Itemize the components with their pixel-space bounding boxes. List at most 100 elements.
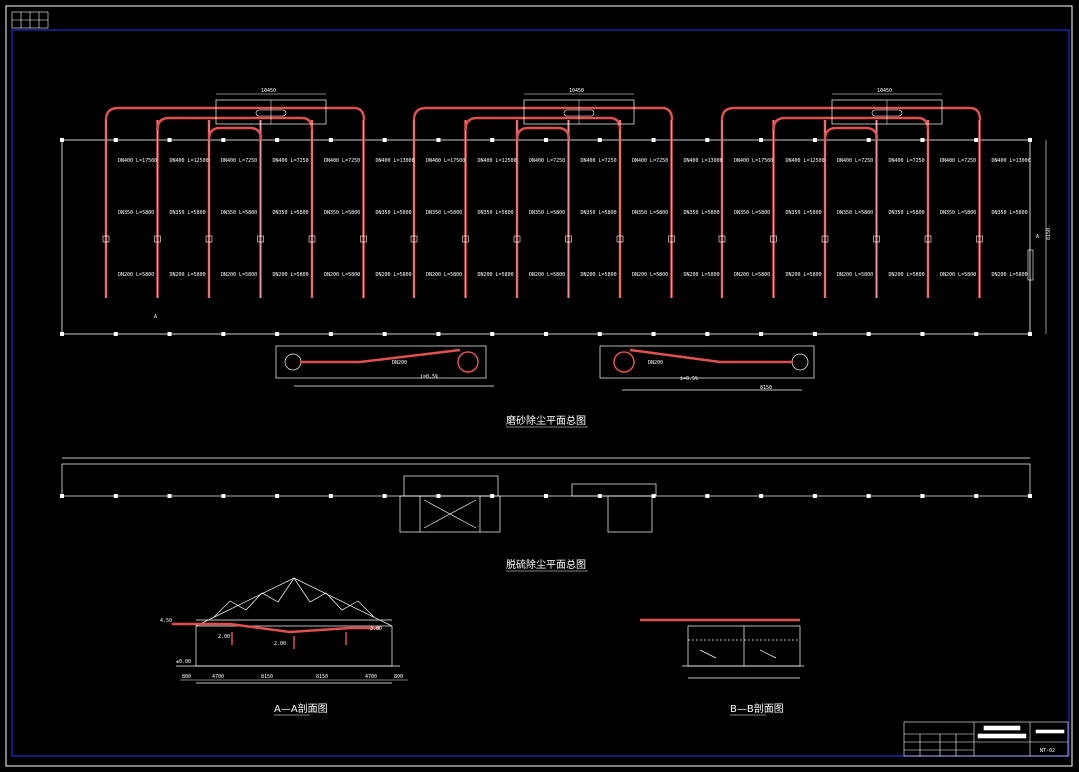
pipe-label-row1: DN400 L=7250: [273, 158, 309, 164]
section-a: [172, 577, 400, 684]
column-bottom: [597, 332, 602, 336]
column-top: [490, 138, 495, 142]
pipe-label-row3: DN200 L=5800: [170, 272, 206, 278]
pipe-label-row2: DN350 L=5800: [221, 210, 257, 216]
flange-mark: [462, 235, 469, 243]
column-bottom: [490, 332, 495, 336]
flange-mark: [205, 235, 213, 243]
flange-mark: [257, 235, 264, 243]
pipe-label-row1: DN400 L=17500: [426, 158, 465, 164]
level-mid2: 2.00: [274, 641, 286, 647]
flange-mark: [718, 235, 726, 243]
left-slope-label: i=0.5%: [420, 374, 438, 380]
flange-mark: [360, 235, 367, 243]
flange-mark: [668, 235, 675, 243]
flange-mark: [976, 235, 983, 243]
plan2-title: 脱硫除尘平面总图: [506, 558, 586, 571]
flange-mark: [873, 235, 880, 243]
fan-right: [599, 345, 815, 391]
corner-stamp: [11, 11, 49, 29]
plan-building: 8150 A A: [60, 138, 1052, 336]
pipe-label-row2: DN350 L=5800: [376, 210, 412, 216]
column-top: [597, 138, 602, 142]
pipe-label-row3: DN200 L=5800: [734, 272, 770, 278]
sheet-number: NT-02: [1040, 748, 1055, 754]
flange-mark: [154, 235, 161, 243]
section-a-title: A—A剖面图: [274, 702, 328, 715]
plan2-column-marks: [60, 494, 1032, 498]
column-top: [974, 138, 979, 142]
pipe-label-row2: DN350 L=5800: [684, 210, 720, 216]
pipe-label-row1: DN400 L=7250: [940, 158, 976, 164]
flange-mark: [821, 235, 829, 243]
header-pipe: [412, 106, 674, 121]
pipe-label-row2: DN350 L=5800: [786, 210, 822, 216]
pipe-label-row1: DN400 L=13000: [992, 158, 1031, 164]
pipe-label-row1: DN400 L=7250: [581, 158, 617, 164]
plan2-column: [275, 494, 280, 498]
column-bottom: [759, 332, 764, 336]
column-top: [866, 138, 871, 142]
column-bottom: [275, 332, 280, 336]
column-bottom: [60, 332, 64, 336]
header-pipe: [104, 106, 366, 121]
pipe-label-row1: DN400 L=7250: [632, 158, 668, 164]
column-top: [544, 138, 548, 142]
column-top: [382, 138, 387, 142]
column-top: [436, 138, 441, 142]
pipe-label-row1: DN400 L=7250: [889, 158, 925, 164]
header-pipe-center: [207, 126, 263, 141]
column-bottom: [113, 332, 118, 336]
inner-border: [11, 29, 1070, 757]
pipe-label-row3: DN200 L=5800: [837, 272, 873, 278]
plan2-column: [866, 494, 871, 498]
flange-mark: [410, 235, 418, 243]
pipe-label-row3: DN200 L=5800: [324, 272, 360, 278]
plan2-column: [1028, 494, 1032, 498]
section-dimension: 8150: [316, 674, 328, 680]
column-bottom: [920, 332, 925, 336]
column-top: [167, 138, 172, 142]
column-bottom: [705, 332, 710, 336]
plan2-column: [328, 494, 333, 498]
level-left-top: 4.50: [160, 618, 172, 624]
plan2-column: [60, 494, 64, 498]
column-bottom: [167, 332, 172, 336]
flange-mark: [924, 235, 932, 243]
collector-slot: [255, 109, 287, 117]
column-bottom: [221, 332, 226, 336]
section-b-title: B—B剖面图: [730, 702, 784, 715]
section-marker-a-left: A: [154, 314, 157, 320]
column-top: [705, 138, 710, 142]
plan2-column: [705, 494, 710, 498]
pipe-label-row2: DN350 L=5800: [118, 210, 154, 216]
plan2-column: [382, 494, 387, 498]
left-duct-label: DN200: [392, 360, 407, 366]
section-dimension: 8150: [261, 674, 273, 680]
column-bottom: [974, 332, 979, 336]
pipe-label-row1: DN400 L=12500: [478, 158, 517, 164]
column-top: [275, 138, 280, 142]
pipe-label-row1: DN400 L=7250: [529, 158, 565, 164]
section-dimension: 800: [394, 674, 403, 680]
section-dimension: 800: [182, 674, 191, 680]
plan2-column: [544, 494, 548, 498]
pipe-label-row3: DN200 L=5800: [632, 272, 668, 278]
top-dimension: 10450: [261, 88, 276, 94]
plan2-column: [651, 494, 656, 498]
fan-left: [275, 345, 494, 387]
pipe-label-row2: DN350 L=5800: [426, 210, 462, 216]
column-top: [113, 138, 118, 142]
column-bottom: [436, 332, 441, 336]
pipe-label-row1: DN400 L=17500: [118, 158, 157, 164]
column-bottom: [812, 332, 817, 336]
plan2-column: [436, 494, 441, 498]
flange-mark: [616, 235, 624, 243]
collector-slot: [871, 109, 903, 117]
column-bottom: [382, 332, 387, 336]
collector-slot: [563, 109, 595, 117]
pipe-label-row2: DN350 L=5800: [632, 210, 668, 216]
header-pipe-center: [823, 126, 879, 141]
pipe-label-row3: DN200 L=5800: [786, 272, 822, 278]
